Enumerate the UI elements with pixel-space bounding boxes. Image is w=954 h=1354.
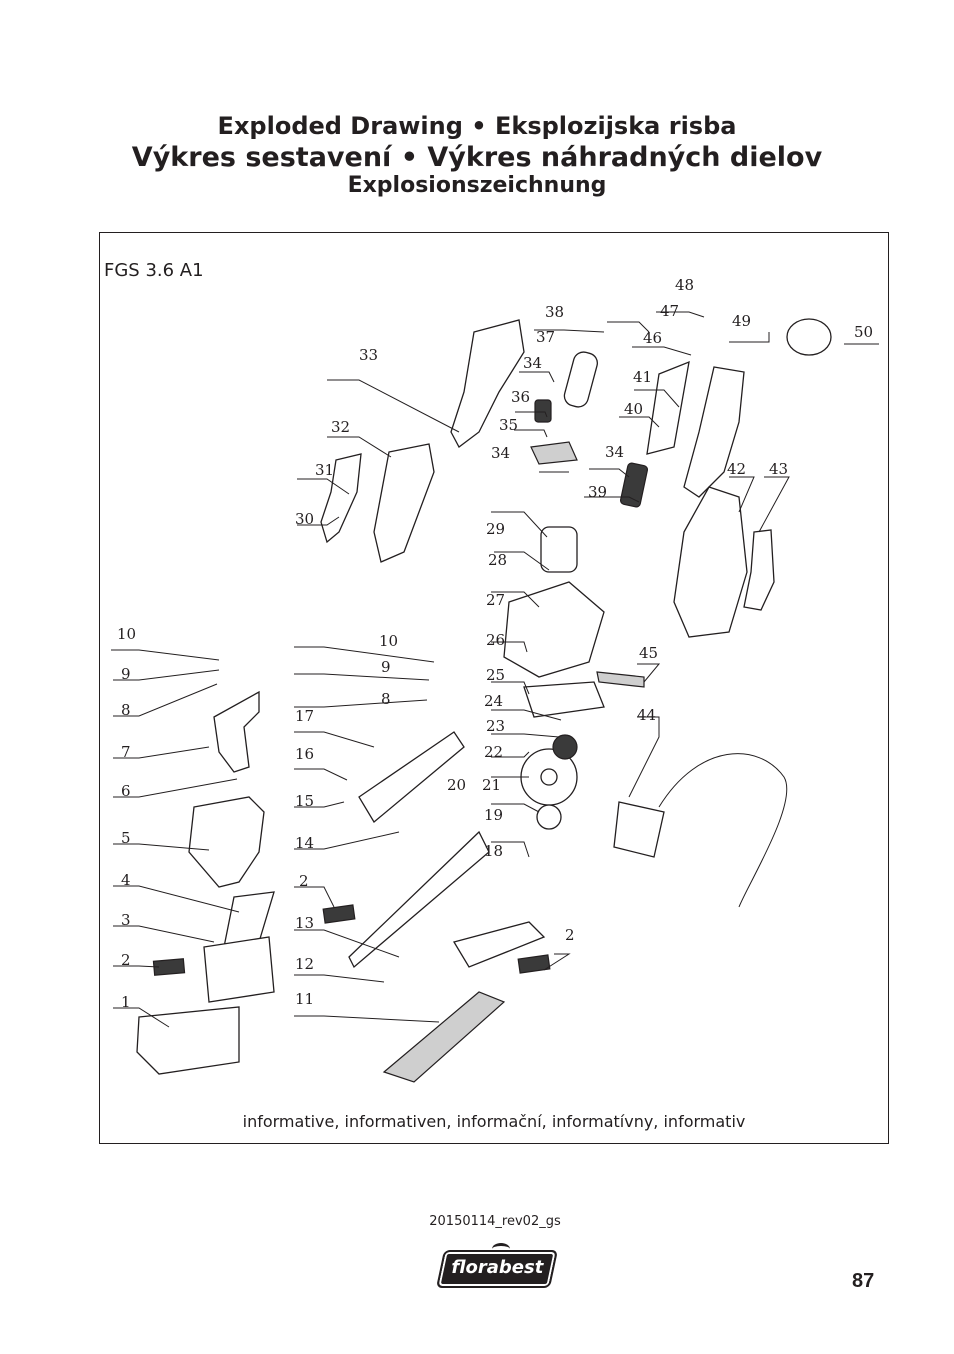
callout-19: 19	[484, 806, 503, 824]
callout-33: 33	[359, 346, 378, 364]
callout-31: 31	[315, 461, 334, 479]
callout-9: 9	[121, 665, 131, 683]
callout-49: 49	[732, 312, 751, 330]
callout-8: 8	[121, 701, 131, 719]
callout-5: 5	[121, 829, 131, 847]
callout-26: 26	[486, 631, 505, 649]
callout-46: 46	[643, 329, 662, 347]
callout-2: 2	[121, 951, 131, 969]
callout-29: 29	[486, 520, 505, 538]
callout-40: 40	[624, 400, 643, 418]
callout-labels: 1 2 2 2 3 4 5 6 7 8 8 9 9 10 10 11 12 13…	[117, 276, 873, 1011]
callout-13: 13	[295, 914, 314, 932]
model-label: FGS 3.6 A1	[104, 260, 204, 281]
page-number: 87	[852, 1270, 875, 1292]
drawing-frame	[99, 232, 889, 1144]
callout-21: 21	[482, 776, 501, 794]
callout-9b: 9	[381, 658, 391, 676]
logo-leaf-icon	[492, 1243, 510, 1255]
callout-17: 17	[295, 707, 314, 725]
callout-34b: 34	[491, 444, 510, 462]
callout-41: 41	[633, 368, 652, 386]
title-line-2: Výkres sestavení • Výkres náhradných die…	[131, 142, 823, 173]
callout-7: 7	[121, 743, 131, 761]
callout-18: 18	[484, 842, 503, 860]
title-line-3: Explosionszeichnung	[347, 173, 607, 198]
callout-10b: 10	[379, 632, 398, 650]
brand-name: florabest	[451, 1257, 544, 1278]
callout-37: 37	[536, 328, 555, 346]
callout-47: 47	[660, 302, 679, 320]
callout-27: 27	[486, 591, 505, 609]
callout-leaders	[111, 311, 879, 1028]
title-line-1: Exploded Drawing • Eksplozijska risba	[217, 112, 737, 140]
callout-34c: 34	[605, 443, 624, 461]
callout-36: 36	[511, 388, 530, 406]
callout-25: 25	[486, 666, 505, 684]
callout-42: 42	[727, 460, 746, 478]
callout-4: 4	[121, 871, 131, 889]
callout-44: 44	[637, 706, 656, 724]
callout-45: 45	[639, 644, 658, 662]
callout-1: 1	[121, 993, 131, 1011]
callout-43: 43	[769, 460, 788, 478]
callout-50: 50	[854, 323, 873, 341]
callout-23: 23	[486, 717, 505, 735]
callout-2c: 2	[565, 926, 575, 944]
callout-39: 39	[588, 483, 607, 501]
callout-32: 32	[331, 418, 350, 436]
florabest-logo: florabest	[435, 1250, 559, 1288]
revision-code: 20150114_rev02_gs	[429, 1214, 561, 1229]
callout-6: 6	[121, 782, 131, 800]
callout-28: 28	[488, 551, 507, 569]
callout-12: 12	[295, 955, 314, 973]
drawing-caption: informative, informativen, informační, i…	[242, 1112, 746, 1131]
callout-30: 30	[295, 510, 314, 528]
callout-14: 14	[295, 834, 314, 852]
exploded-drawing: 1 2 2 2 3 4 5 6 7 8 8 9 9 10 10 11 12 13…	[111, 276, 879, 1083]
callout-20: 20	[447, 776, 466, 794]
callout-38: 38	[545, 303, 564, 321]
callout-48: 48	[675, 276, 694, 294]
callout-24: 24	[484, 692, 503, 710]
callout-16: 16	[295, 745, 314, 763]
callout-22: 22	[484, 743, 503, 761]
callout-8b: 8	[381, 690, 391, 708]
callout-10: 10	[117, 625, 136, 643]
callout-3: 3	[121, 911, 131, 929]
callout-15: 15	[295, 792, 314, 810]
callout-35: 35	[499, 416, 518, 434]
callout-2b: 2	[299, 872, 309, 890]
callout-11: 11	[295, 990, 314, 1008]
callout-34: 34	[523, 354, 542, 372]
